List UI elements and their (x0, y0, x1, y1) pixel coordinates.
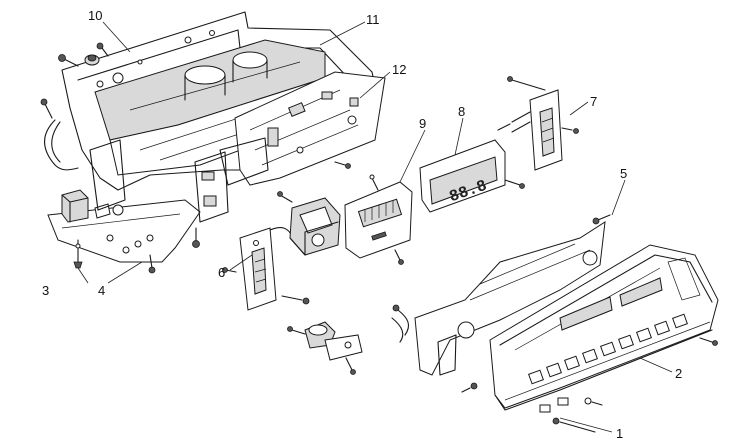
screw-icon (222, 267, 237, 273)
callout-4: 4 (98, 283, 105, 298)
bolt-icon (73, 239, 83, 269)
screw-icon (561, 127, 579, 134)
knob-icon (84, 54, 100, 66)
digital-display-unit: 88.8 (419, 139, 525, 213)
display-driver-module (344, 174, 413, 265)
screw-icon (584, 397, 603, 406)
screw-icon (552, 417, 596, 433)
bezel-button-row (528, 313, 688, 385)
screw-icon (699, 337, 718, 346)
screw-icon (277, 191, 293, 203)
callout-8: 8 (458, 104, 465, 119)
screw-icon (461, 382, 478, 393)
callout-5: 5 (620, 166, 627, 181)
callout-leaders (77, 21, 673, 433)
callout-labels: 10 11 12 9 8 7 5 6 3 4 2 1 (42, 8, 682, 441)
screw-icon (334, 161, 351, 169)
screw-icon (58, 54, 79, 67)
callout-6: 6 (218, 265, 225, 280)
callout-1: 1 (616, 426, 623, 441)
screw-icon (281, 295, 310, 305)
callout-3: 3 (42, 283, 49, 298)
callout-7: 7 (590, 94, 597, 109)
callout-11: 11 (366, 12, 380, 27)
circuit-board (194, 71, 386, 223)
lamp-socket-assembly (287, 321, 363, 375)
screw-icon (345, 357, 356, 375)
front-bezel-assembly (391, 214, 719, 433)
callout-9: 9 (419, 116, 426, 131)
slide-switch-right (497, 76, 579, 171)
clock-mechanism (277, 191, 341, 256)
bolt-icon (148, 254, 156, 274)
callout-2: 2 (675, 366, 682, 381)
screw-icon (592, 214, 611, 225)
slide-switch-left (222, 227, 310, 311)
bolt-icon (192, 227, 200, 248)
callout-12: 12 (392, 62, 406, 77)
callout-10: 10 (88, 8, 102, 23)
screw-icon (96, 42, 109, 57)
